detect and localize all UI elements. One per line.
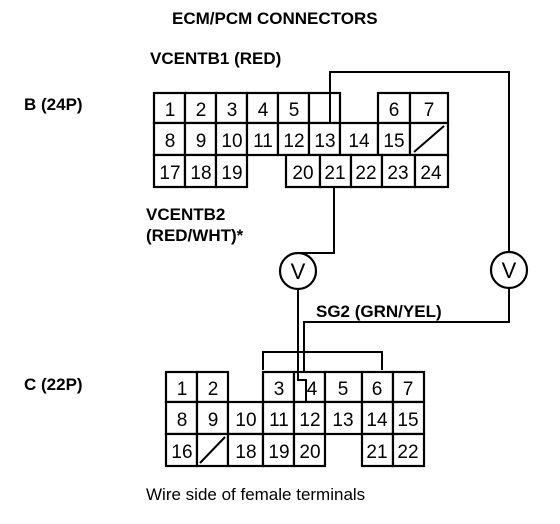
pin-number: 7 xyxy=(403,379,414,400)
empty-slot-mark xyxy=(199,436,226,464)
pin-number: 8 xyxy=(165,131,176,152)
connector-b-cell xyxy=(318,153,353,189)
connector-c-cell xyxy=(164,432,199,468)
pin-number: 13 xyxy=(314,131,335,152)
pin-number: 19 xyxy=(221,163,242,184)
pin-number: 1 xyxy=(177,379,188,400)
pin-number: 12 xyxy=(299,410,320,431)
connector-b-cell xyxy=(152,153,187,189)
pin-number: 2 xyxy=(196,100,207,121)
pin-number: 4 xyxy=(307,379,318,400)
pin-number: 5 xyxy=(289,100,300,121)
voltmeter-symbol: V xyxy=(502,258,517,283)
voltmeter-left: V xyxy=(278,251,318,291)
pin-number: 6 xyxy=(389,100,400,121)
pin-number: 6 xyxy=(372,379,383,400)
connector-b-label: B (24P) xyxy=(24,95,83,114)
pin-number: 18 xyxy=(190,163,211,184)
connector-c-cell xyxy=(323,400,364,436)
connector-b-cell xyxy=(413,153,450,189)
connector-c-cell xyxy=(391,400,426,436)
connector-c-cell xyxy=(164,400,199,436)
connector-b-cell xyxy=(214,153,249,189)
pin-number: 20 xyxy=(292,163,313,184)
connector-c-cell xyxy=(391,432,426,468)
pin-number: 13 xyxy=(332,410,353,431)
pin-number: 17 xyxy=(159,163,180,184)
pin-number: 21 xyxy=(324,163,345,184)
pin-number: 2 xyxy=(208,379,219,400)
pin-number: 10 xyxy=(235,410,256,431)
pin-number: 15 xyxy=(397,410,418,431)
connector-c-lock-tab xyxy=(262,351,383,370)
pin-number: 9 xyxy=(196,131,207,152)
connector-c-cell xyxy=(360,432,395,468)
pin-number: 8 xyxy=(177,410,188,431)
pin-number: 11 xyxy=(269,410,289,431)
empty-slot-mark xyxy=(413,125,445,153)
connector-c-cell xyxy=(360,400,395,436)
pin-number: 24 xyxy=(420,163,442,184)
pin-number: 15 xyxy=(383,131,404,152)
pin-number: 7 xyxy=(424,100,435,121)
connector-c-cell xyxy=(292,400,327,436)
sg2-wire-right xyxy=(303,288,510,372)
pin-number: 4 xyxy=(258,100,269,121)
voltmeter-symbol: V xyxy=(291,259,306,284)
vcentb1-wire xyxy=(329,71,510,252)
vcentb2-color-label: (RED/WHT)* xyxy=(146,226,244,245)
pin-number: 1 xyxy=(165,100,176,121)
pin-number: 19 xyxy=(268,442,289,463)
pin-number: 3 xyxy=(227,100,238,121)
connector-c: 1 2 3 4 5 6 7 8 9 10 11 12 13 14 15 16 1… xyxy=(164,351,426,468)
pin-number: 3 xyxy=(274,379,285,400)
pin-number: 18 xyxy=(235,442,256,463)
sg2-wire-left xyxy=(297,289,307,402)
connector-c-cell xyxy=(391,370,426,404)
vcentb2-label: VCENTB2 xyxy=(146,205,225,224)
connector-b-cell xyxy=(380,153,417,189)
vcentb1-label: VCENTB1 (RED) xyxy=(150,49,281,68)
voltmeter-right: V xyxy=(489,250,529,290)
pin-number: 5 xyxy=(338,379,349,400)
pin-number: 14 xyxy=(366,410,388,431)
pin-number: 10 xyxy=(221,131,242,152)
pin-number: 12 xyxy=(283,131,304,152)
pin-number: 16 xyxy=(171,442,192,463)
connector-c-cell xyxy=(360,370,395,404)
diagram-title: ECM/PCM CONNECTORS xyxy=(172,9,378,28)
pin-number: 22 xyxy=(355,163,376,184)
pin-number: 20 xyxy=(299,442,320,463)
vcentb2-wire xyxy=(298,187,335,254)
connector-c-cell xyxy=(226,400,265,436)
sg2-label: SG2 (GRN/YEL) xyxy=(316,302,442,321)
pin-number: 9 xyxy=(208,410,219,431)
voltmeter-icon xyxy=(489,250,529,290)
pin-number: 21 xyxy=(366,442,387,463)
connector-b-cell xyxy=(152,121,187,157)
connector-c-label: C (22P) xyxy=(24,375,83,394)
pin-number: 22 xyxy=(397,442,418,463)
connector-c-cell xyxy=(292,432,327,468)
voltmeter-icon xyxy=(278,251,318,291)
pin-number: 23 xyxy=(387,163,408,184)
connector-b-cell xyxy=(214,121,249,157)
connector-b-cell-blank xyxy=(307,91,342,125)
caption: Wire side of female terminals xyxy=(146,485,365,504)
pin-number: 14 xyxy=(348,131,370,152)
connector-b-cell xyxy=(284,153,322,189)
connector-b: 1 2 3 4 5 6 7 8 9 10 11 12 13 14 15 17 1… xyxy=(152,91,450,189)
pin-number: 11 xyxy=(253,131,273,152)
